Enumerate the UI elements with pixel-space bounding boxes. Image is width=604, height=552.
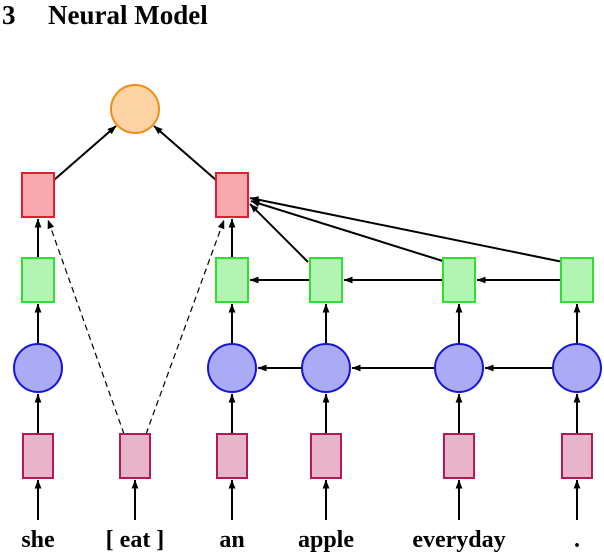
embedding-node-an	[216, 433, 248, 479]
attn-arrow-apple	[249, 203, 309, 263]
rnn-node-period	[552, 343, 602, 393]
word-label-apple: apple	[298, 527, 354, 552]
word-label-an: an	[219, 527, 244, 552]
hidden-node-an	[215, 257, 249, 303]
word-label-she: she	[21, 527, 55, 552]
section-heading: 3 Neural Model	[2, 0, 208, 31]
hidden-node-period	[560, 257, 594, 303]
section-title: Neural Model	[48, 0, 208, 30]
word-label-period: .	[574, 527, 580, 552]
word-labels-layer: she [ eat ] an apple everyday .	[21, 527, 580, 552]
combine-to-output-left	[53, 125, 117, 181]
embedding-node-period	[561, 433, 593, 479]
embedding-node-she	[22, 433, 54, 479]
dashed-arrow-to-right	[145, 219, 225, 435]
rnn-node-everyday	[434, 343, 484, 393]
word-label-everyday: everyday	[412, 527, 505, 552]
combine-to-output-right	[153, 125, 217, 181]
attn-arrow-period	[249, 196, 564, 263]
combine-node-left	[21, 172, 55, 218]
rnn-node-she	[13, 343, 63, 393]
hidden-node-she	[21, 257, 55, 303]
dashed-arrow-to-left	[47, 219, 125, 435]
edges-layer	[34, 125, 581, 520]
word-label-eat: [ eat ]	[106, 527, 165, 552]
section-number: 3	[2, 0, 16, 30]
embedding-node-apple	[310, 433, 342, 479]
combine-node-right	[215, 172, 249, 218]
output-node	[110, 84, 160, 134]
rnn-node-apple	[301, 343, 351, 393]
attn-arrow-everyday	[250, 200, 447, 263]
nodes-layer	[13, 84, 602, 479]
rnn-node-an	[207, 343, 257, 393]
hidden-node-everyday	[442, 257, 476, 303]
embedding-node-everyday	[443, 433, 475, 479]
embedding-node-eat	[119, 433, 151, 479]
hidden-node-apple	[309, 257, 343, 303]
